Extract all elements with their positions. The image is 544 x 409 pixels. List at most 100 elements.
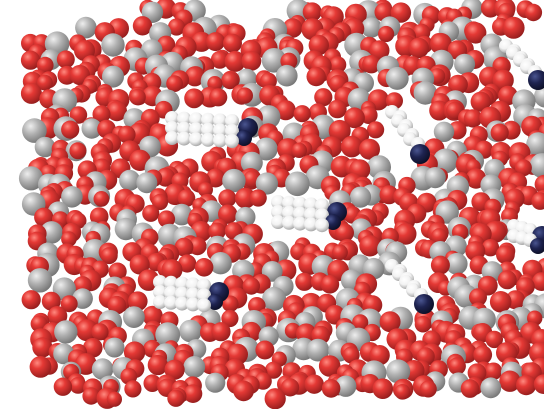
oxygen-atom [516, 374, 537, 396]
silicon-atom [205, 372, 226, 393]
oxygen-atom [340, 135, 363, 158]
oxygen-atom [235, 187, 256, 209]
oxygen-atom [132, 16, 153, 36]
guest-molecule [385, 105, 430, 164]
oxygen-atom [362, 54, 381, 74]
silicon-atom [445, 252, 468, 275]
oxygen-atom [430, 255, 450, 275]
oxygen-atom [342, 346, 360, 364]
hydrogen-atom [189, 132, 203, 147]
oxygen-atom [264, 388, 286, 409]
oxygen-atom [469, 288, 487, 307]
oxygen-atom [367, 121, 385, 139]
guest-molecules [153, 39, 544, 314]
silicon-atom [529, 153, 544, 178]
oxygen-atom [233, 380, 254, 402]
oxygen-atom [60, 295, 78, 313]
oxygen-atom [41, 291, 61, 311]
hydrogen-atom [293, 206, 307, 221]
hydrogen-atom [225, 134, 239, 148]
oxygen-atom [124, 380, 142, 398]
oxygen-atom [489, 291, 512, 313]
oxygen-atom [210, 50, 229, 69]
silicon-atom [285, 171, 310, 197]
oxygen-atom [534, 174, 544, 194]
nitrogen-atom [325, 214, 341, 230]
hydrogen-atom [186, 297, 200, 312]
oxygen-atom [236, 87, 253, 104]
hydrogen-atom [271, 205, 285, 219]
oxygen-atom [359, 235, 381, 257]
oxygen-atom [335, 223, 354, 243]
guest-molecule [153, 275, 229, 313]
silicon-atom [91, 358, 114, 380]
oxygen-atom [69, 142, 87, 160]
silicon-atom [433, 121, 455, 142]
oxygen-atom [369, 345, 390, 366]
silicon-atom [101, 33, 125, 57]
hydrogen-atom [165, 111, 179, 125]
silicon-atom [52, 277, 76, 301]
hydrogen-atom [164, 295, 178, 310]
hydrogen-atom [165, 131, 179, 145]
hydrogen-atom [189, 112, 203, 127]
guest-molecule [499, 39, 544, 90]
oxygen-atom [514, 159, 532, 177]
oxygen-atom [369, 40, 390, 61]
silicon-atom [209, 252, 232, 275]
silicon-atom [386, 359, 411, 384]
hydrogen-atom [304, 217, 318, 232]
oxygen-atom [123, 341, 146, 363]
oxygen-atom [93, 191, 110, 207]
oxygen-atom [142, 305, 163, 327]
hydrogen-atom [304, 197, 318, 212]
oxygen-atom [194, 258, 214, 277]
oxygen-atom [143, 374, 162, 393]
oxygen-atom [394, 384, 411, 400]
oxygen-atom [249, 189, 267, 207]
oxygen-atom [332, 244, 348, 261]
silicon-atom [183, 356, 206, 378]
oxygen-atom [106, 101, 127, 122]
silicon-atom [179, 319, 202, 343]
hydrogen-atom [153, 285, 167, 299]
oxygen-atom [414, 315, 432, 333]
oxygen-atom [431, 228, 448, 245]
oxygen-atom [183, 384, 203, 404]
oxygen-atom [198, 182, 213, 198]
oxygen-atom [92, 105, 111, 124]
hydrogen-atom [189, 122, 203, 137]
hydrogen-atom [225, 114, 239, 128]
oxygen-atom [497, 270, 517, 290]
oxygen-atom [385, 92, 403, 110]
silicon-atom [306, 338, 330, 362]
hydrogen-atom [177, 111, 191, 126]
oxygen-atom [496, 245, 515, 264]
silicon-atom [254, 137, 278, 161]
silicon-atom [27, 268, 53, 293]
oxygen-atom [481, 239, 500, 257]
hydrogen-atom [282, 215, 296, 230]
hydrogen-atom [153, 295, 167, 309]
silicon-atom [240, 151, 263, 174]
oxygen-atom [281, 378, 300, 397]
oxygen-atom [242, 277, 260, 295]
oxygen-atom [206, 32, 225, 52]
oxygen-atom [221, 71, 239, 90]
silicon-atom [81, 118, 102, 139]
hydrogen-atom [271, 195, 285, 209]
hydrogen-atom [164, 275, 178, 290]
oxygen-atom [161, 259, 183, 281]
silicon-atom [18, 166, 44, 191]
hydrogen-atom [201, 132, 215, 147]
oxygen-atom [533, 374, 544, 394]
oxygen-atom [359, 138, 380, 160]
oxygen-atom [372, 378, 394, 400]
silicon-atom [119, 169, 141, 191]
oxygen-atom [61, 231, 77, 247]
nitrogen-atom [530, 238, 544, 254]
oxygen-atom [502, 16, 525, 39]
oxygen-atom [430, 32, 452, 55]
